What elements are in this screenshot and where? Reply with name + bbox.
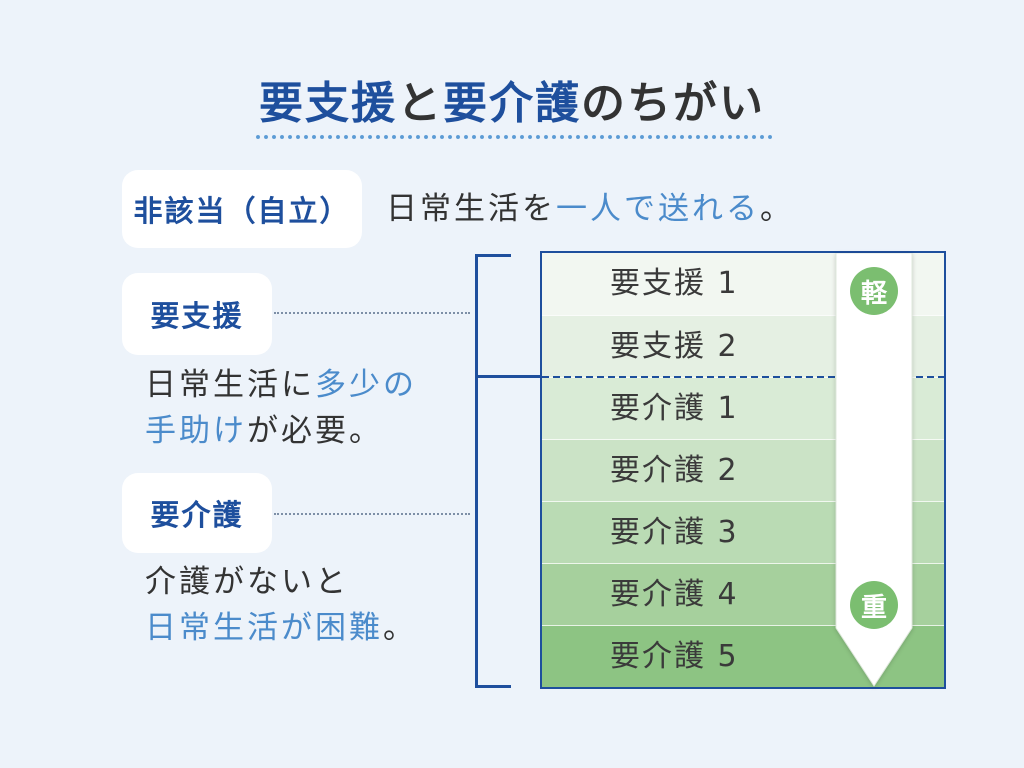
independent-description-end: 。 <box>760 191 794 227</box>
heavy-badge: 重 <box>850 581 898 629</box>
bracket-bottom-tick <box>475 685 511 688</box>
support-line2-text: が必要。 <box>247 413 383 449</box>
severity-arrow-icon <box>835 253 913 687</box>
support-description-line2: 手助けが必要。 <box>145 408 417 454</box>
care-description: 介護がないと 日常生活が困難。 <box>145 559 417 651</box>
heavy-badge-label: 重 <box>860 592 887 623</box>
title-care: 要介護 <box>443 78 581 129</box>
title-dotted-underline <box>254 134 772 140</box>
independent-tag: 非該当（自立） <box>122 170 362 248</box>
support-description-line1: 日常生活に多少の <box>145 362 417 408</box>
independent-description-text: 日常生活を <box>386 191 556 227</box>
independent-description-highlight: 一人で送れる <box>556 191 760 227</box>
page-title: 要支援と要介護のちがい <box>0 78 1024 130</box>
support-tag-label: 要支援 <box>150 299 244 333</box>
care-line2-highlight: 日常生活が困難 <box>145 610 383 646</box>
support-connector-line <box>274 312 470 314</box>
support-line1-highlight: 多少の <box>315 367 417 403</box>
title-support: 要支援 <box>259 78 397 129</box>
care-connector-line <box>274 513 470 515</box>
care-line1-text: 介護がないと <box>145 564 349 600</box>
independent-tag-label: 非該当（自立） <box>133 194 351 228</box>
support-care-dashed-divider <box>542 376 944 378</box>
title-connector: と <box>397 78 443 129</box>
bracket-middle-tick <box>475 375 541 378</box>
bracket-top-tick <box>475 254 511 257</box>
bracket-vertical-line <box>475 254 478 688</box>
care-description-line1: 介護がないと <box>145 559 417 605</box>
light-badge-label: 軽 <box>860 278 887 309</box>
light-badge: 軽 <box>850 267 898 315</box>
support-description: 日常生活に多少の 手助けが必要。 <box>145 362 417 454</box>
care-tag: 要介護 <box>122 473 272 553</box>
support-line1-text: 日常生活に <box>145 367 315 403</box>
care-description-line2: 日常生活が困難。 <box>145 605 417 651</box>
care-line2-end: 。 <box>383 610 417 646</box>
support-tag: 要支援 <box>122 273 272 355</box>
title-suffix: のちがい <box>581 78 765 129</box>
care-tag-label: 要介護 <box>150 498 244 532</box>
support-line2-highlight: 手助け <box>145 413 247 449</box>
independent-description: 日常生活を一人で送れる。 <box>386 186 794 232</box>
